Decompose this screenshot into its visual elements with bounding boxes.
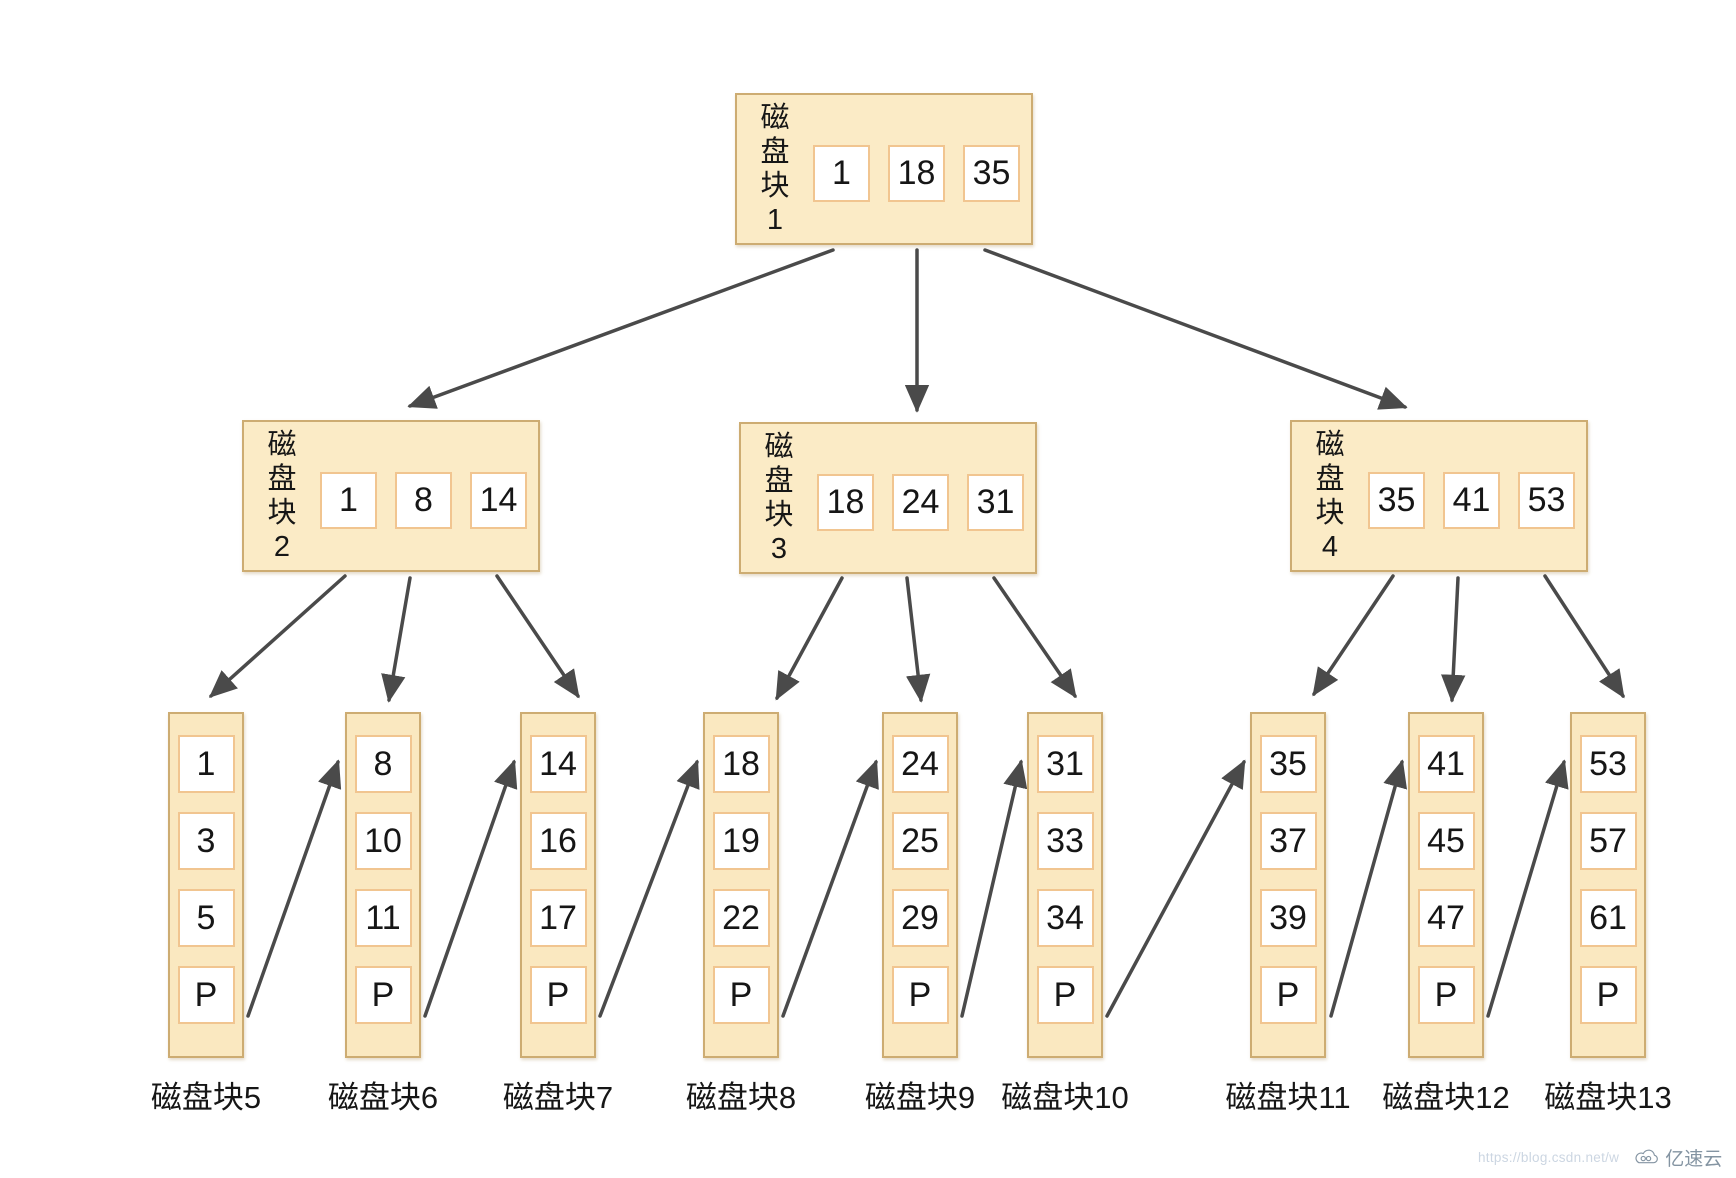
key-cell: 31	[1036, 735, 1094, 793]
pointer-cell: P	[529, 966, 587, 1024]
key-cell: 41	[1443, 471, 1500, 529]
arrow-b5-to-b6	[246, 759, 342, 1018]
arrow-b7-to-b8	[598, 759, 700, 1018]
key-cell: 16	[529, 812, 587, 870]
key-cell: 19	[712, 812, 770, 870]
key-cell: 34	[1036, 889, 1094, 947]
pointer-cell: P	[1579, 966, 1637, 1024]
arrow-b1-to-b2	[407, 248, 835, 409]
key-cell: 39	[1259, 889, 1317, 947]
leaf-label-13: 磁盘块13	[1544, 1080, 1672, 1115]
key-cell: 35	[1368, 471, 1425, 529]
key-cell: 5	[177, 889, 235, 947]
key-cell: 45	[1417, 812, 1475, 870]
pointer-cell: P	[1036, 966, 1094, 1024]
key-cell: 35	[1259, 735, 1317, 793]
arrow-b3-to-b8	[775, 576, 844, 701]
key-cell: 31	[967, 473, 1024, 531]
key-cell: 11	[354, 889, 412, 947]
arrow-b3-to-b9	[905, 576, 931, 703]
key-cell: 1	[320, 471, 377, 529]
arrow-b4-to-b11	[1312, 574, 1395, 697]
watermark: https://blog.csdn.net/w 亿速云	[1478, 1144, 1722, 1171]
key-cell: 8	[354, 735, 412, 793]
arrow-b2-to-b5	[208, 574, 347, 698]
key-cell: 41	[1417, 735, 1475, 793]
key-cell: 18	[817, 473, 874, 531]
arrow-b10-to-b11	[1105, 759, 1246, 1018]
watermark-brand-text: 亿速云	[1665, 1149, 1723, 1170]
arrow-b4-to-b13	[1543, 574, 1625, 699]
key-cell: 18	[888, 144, 945, 202]
yisu-cloud-logo-icon	[1635, 1149, 1659, 1163]
key-cell: 14	[470, 471, 527, 529]
key-cell: 57	[1579, 812, 1637, 870]
leaf-label-5: 磁盘块5	[150, 1080, 262, 1115]
key-cell: 25	[891, 812, 949, 870]
key-cell: 24	[892, 473, 949, 531]
key-cell: 29	[891, 889, 949, 947]
key-cell: 53	[1579, 735, 1637, 793]
leaf-label-7: 磁盘块7	[502, 1080, 614, 1115]
pointer-cell: P	[712, 966, 770, 1024]
arrow-b8-to-b9	[781, 759, 879, 1018]
pointer-cell: P	[177, 966, 235, 1024]
arrow-b6-to-b7	[423, 759, 518, 1018]
key-cell: 33	[1036, 812, 1094, 870]
key-cell: 17	[529, 889, 587, 947]
leaf-label-10: 磁盘块10	[1001, 1080, 1129, 1115]
key-cell: 35	[963, 144, 1020, 202]
leaf-label-9: 磁盘块9	[864, 1080, 976, 1115]
key-cell: 10	[354, 812, 412, 870]
key-cell: 22	[712, 889, 770, 947]
arrow-b9-to-b10	[960, 759, 1028, 1018]
arrow-b11-to-b12	[1329, 759, 1408, 1018]
key-cell: 3	[177, 812, 235, 870]
key-cell: 1	[813, 144, 870, 202]
key-cell: 24	[891, 735, 949, 793]
key-cell: 14	[529, 735, 587, 793]
leaf-label-8: 磁盘块8	[685, 1080, 797, 1115]
key-cell: 18	[712, 735, 770, 793]
key-cell: 61	[1579, 889, 1637, 947]
key-cell: 47	[1417, 889, 1475, 947]
key-cell: 53	[1518, 471, 1575, 529]
pointer-cell: P	[354, 966, 412, 1024]
arrow-b3-to-b10	[992, 576, 1077, 699]
arrow-b2-to-b6	[381, 576, 412, 703]
pointer-cell: P	[891, 966, 949, 1024]
arrow-b12-to-b13	[1486, 759, 1569, 1018]
pointer-cell: P	[1417, 966, 1475, 1024]
watermark-url: https://blog.csdn.net/w	[1478, 1150, 1620, 1165]
leaf-label-11: 磁盘块11	[1225, 1080, 1351, 1115]
key-cell: 37	[1259, 812, 1317, 870]
arrow-b2-to-b7	[495, 574, 580, 699]
leaf-label-6: 磁盘块6	[327, 1080, 439, 1115]
key-cell: 1	[177, 735, 235, 793]
key-cell: 8	[395, 471, 452, 529]
arrow-b1-to-b4	[983, 248, 1408, 410]
arrow-b4-to-b12	[1441, 576, 1466, 703]
pointer-cell: P	[1259, 966, 1317, 1024]
leaf-label-12: 磁盘块12	[1382, 1080, 1510, 1115]
watermark-brand-group: 亿速云	[1633, 1144, 1722, 1171]
